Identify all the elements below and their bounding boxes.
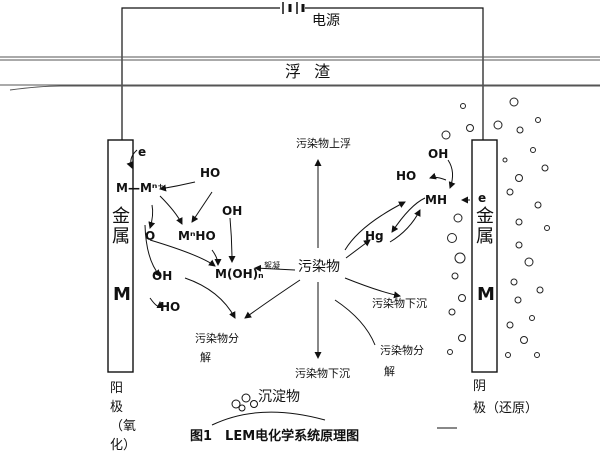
cathode-arrows	[389, 159, 470, 243]
anode-oxygen: O	[145, 229, 156, 243]
cathode-hg: Hg	[365, 229, 384, 243]
cathode-metal-label: 金属	[473, 206, 494, 246]
anode-metal-label: 金属	[109, 206, 130, 246]
anode-symbol: M	[113, 284, 131, 305]
battery-icon	[282, 2, 305, 14]
decompose-curves	[334, 299, 376, 346]
cathode-oh: OH	[428, 147, 449, 161]
anode-metal-ion: M—Mⁿ⁺	[116, 181, 164, 195]
anode-electron: e	[138, 145, 147, 159]
anode-name-text: 阳极（氧化）	[110, 381, 137, 453]
power-label: 电源	[312, 13, 340, 29]
precipitate-label: 沉淀物	[258, 389, 300, 405]
gas-bubbles	[441, 97, 550, 358]
anode-ho-top: HO	[200, 166, 221, 180]
scum-layer-lines	[0, 56, 600, 91]
cathode-electron: e	[478, 191, 487, 205]
figure-caption: 图1 LEM电化学系统原理图	[190, 429, 360, 444]
anode-oh-small: OH	[222, 204, 243, 218]
pollutant-sink-bottom-label: 污染物下沉	[295, 367, 350, 380]
anode-moh: M(OH)ₙ	[215, 267, 264, 281]
pollutant-float-label: 污染物上浮	[296, 137, 351, 150]
cathode-electrode	[471, 139, 498, 373]
circuit-wire	[121, 7, 484, 140]
anode-oh-bottom: OH	[152, 269, 173, 283]
decompose-left-label: 污染物分	[195, 332, 239, 345]
cathode-ho: HO	[396, 169, 417, 183]
scum-label: 浮 渣	[285, 62, 335, 81]
anode-mho: MⁿHO	[178, 229, 216, 243]
cathode-name-label-1: 阴	[473, 379, 487, 394]
precipitate-mound	[211, 393, 326, 426]
anode-electrode	[107, 139, 134, 373]
pollutant-center-label: 污染物	[298, 259, 340, 275]
anode-arrows	[126, 149, 236, 319]
cathode-symbol: M	[477, 284, 495, 305]
decompose-right-label: 污染物分	[380, 344, 424, 357]
anode-ho-bottom: HO	[160, 300, 181, 314]
pollutant-sink-right-label: 污染物下沉	[372, 297, 427, 310]
anode-name-label: 阳极（氧化）	[110, 380, 136, 455]
center-arrows	[244, 159, 406, 359]
decompose-right-label-2: 解	[384, 365, 395, 378]
cathode-mh: MH	[425, 193, 447, 207]
flocculation-label: 絮凝	[264, 261, 280, 270]
cathode-name-label-2: 极（还原）	[473, 401, 539, 416]
decompose-left-label-2: 解	[200, 351, 211, 364]
